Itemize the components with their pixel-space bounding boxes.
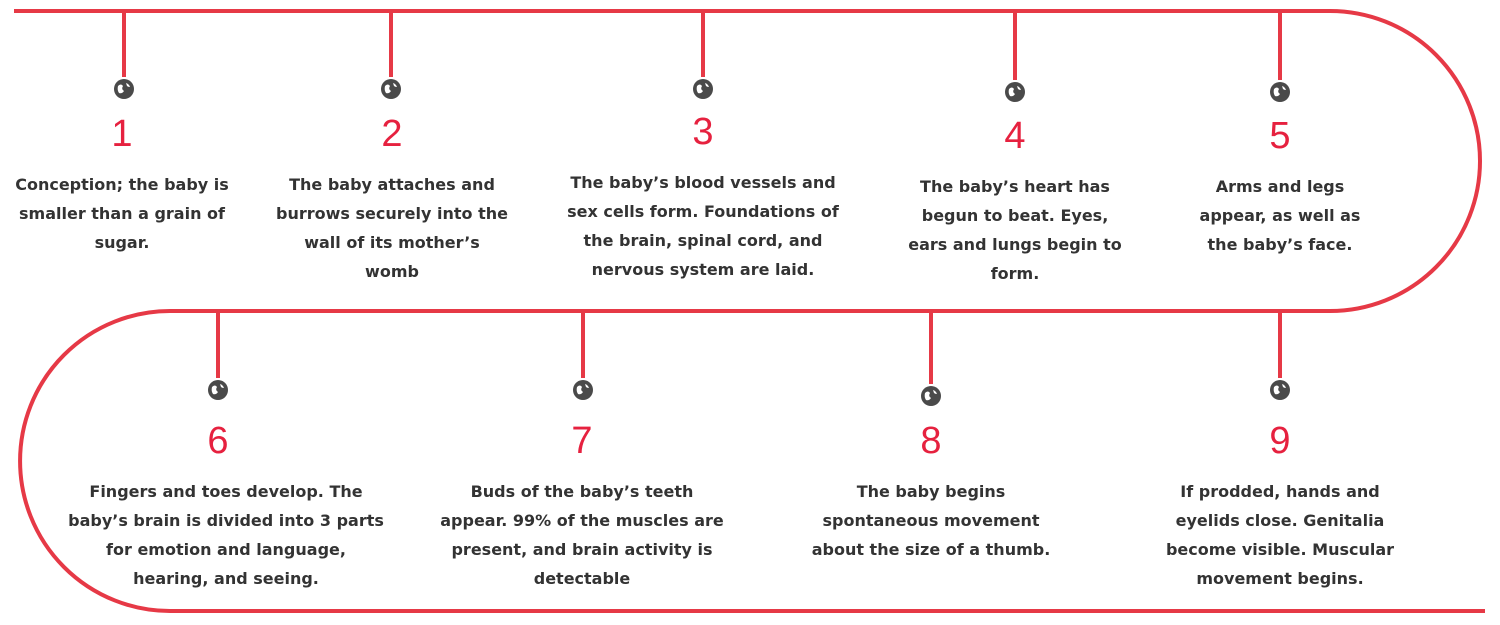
step-6: 6 Fingers and toes develop. The baby’s b… — [66, 419, 386, 593]
globe-icon — [1270, 380, 1290, 400]
step-description: The baby begins spontaneous movement abo… — [811, 482, 1051, 559]
step-description: The baby’s heart has begun to beat. Eyes… — [908, 177, 1122, 283]
step-stem — [389, 11, 393, 77]
globe-icon — [693, 79, 713, 99]
globe-icon — [381, 79, 401, 99]
step-number: 9 — [1269, 420, 1291, 462]
step-2: 2 The baby attaches and burrows securely… — [232, 112, 552, 286]
step-number: 3 — [692, 111, 714, 153]
step-9: 9 If prodded, hands and eyelids close. G… — [1120, 419, 1440, 593]
step-number: 6 — [207, 420, 229, 462]
step-number: 2 — [381, 113, 403, 155]
step-number: 8 — [920, 420, 942, 462]
step-stem — [1278, 11, 1282, 80]
step-number: 5 — [1269, 115, 1291, 157]
step-description: The baby attaches and burrows securely i… — [276, 175, 508, 281]
step-number: 4 — [1004, 115, 1026, 157]
globe-icon — [1270, 82, 1290, 102]
step-3: 3 The baby’s blood vessels and sex cells… — [543, 110, 863, 284]
step-stem — [122, 11, 126, 77]
globe-icon — [1005, 82, 1025, 102]
step-description: The baby’s blood vessels and sex cells f… — [567, 173, 839, 279]
step-1: 1 Conception; the baby is smaller than a… — [0, 112, 282, 257]
timeline-curve — [14, 9, 1485, 613]
step-description: Fingers and toes develop. The baby’s bra… — [68, 482, 384, 588]
step-stem — [581, 311, 585, 378]
globe-icon — [921, 386, 941, 406]
step-4: 4 The baby’s heart has begun to beat. Ey… — [855, 114, 1175, 288]
step-stem — [216, 311, 220, 378]
step-stem — [1013, 11, 1017, 80]
step-description: Buds of the baby’s teeth appear. 99% of … — [440, 482, 724, 588]
step-8: 8 The baby begins spontaneous movement a… — [771, 419, 1091, 564]
step-description: If prodded, hands and eyelids close. Gen… — [1165, 482, 1395, 588]
step-stem — [929, 311, 933, 384]
step-number: 7 — [571, 420, 593, 462]
globe-icon — [114, 79, 134, 99]
step-7: 7 Buds of the baby’s teeth appear. 99% o… — [422, 419, 742, 593]
step-5: 5 Arms and legs appear, as well as the b… — [1120, 114, 1440, 259]
step-description: Conception; the baby is smaller than a g… — [15, 175, 229, 252]
globe-icon — [573, 380, 593, 400]
step-stem — [1278, 311, 1282, 378]
step-number: 1 — [111, 113, 133, 155]
step-description: Arms and legs appear, as well as the bab… — [1199, 177, 1361, 254]
globe-icon — [208, 380, 228, 400]
step-stem — [701, 11, 705, 77]
